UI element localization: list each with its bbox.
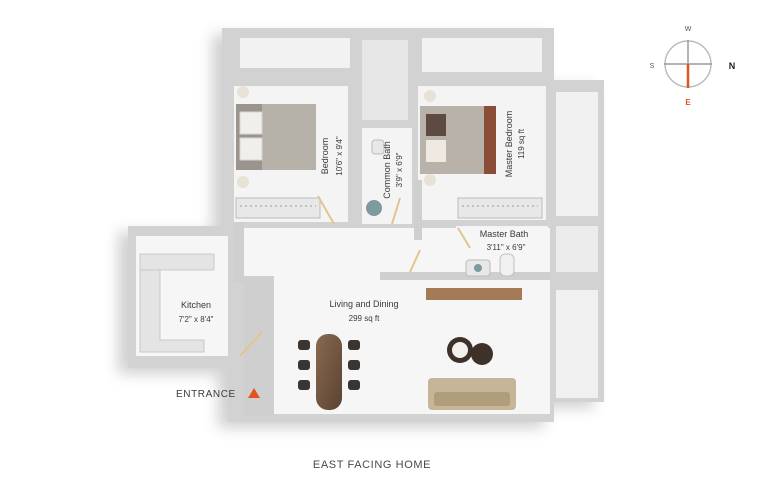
compass-east: E — [685, 98, 691, 107]
common-bath-fixtures — [366, 139, 385, 216]
compass-west: W — [685, 26, 692, 33]
master-bath-name: Master Bath — [480, 229, 529, 239]
bedroom-bed — [235, 86, 321, 219]
master-bedroom-size: 119 sq ft — [517, 128, 526, 159]
partition-walls — [234, 180, 550, 416]
bedroom-size: 10'6" x 9'4" — [335, 136, 344, 176]
master-bed — [420, 90, 543, 219]
master-bath-fixtures — [465, 253, 515, 277]
kitchen-counter — [139, 253, 215, 353]
sofa-set — [428, 337, 516, 410]
master-bath-size: 3'11" x 6'9" — [487, 243, 526, 252]
kitchen-size: 7'2" x 8'4" — [179, 315, 214, 324]
living-dining-name: Living and Dining — [329, 299, 398, 309]
tv-shelf — [426, 288, 522, 300]
kitchen-name: Kitchen — [181, 300, 211, 310]
common-bath-size: 3'9" x 6'9" — [395, 152, 404, 187]
bedroom-name: Bedroom — [320, 138, 330, 175]
living-dining-size: 299 sq ft — [349, 314, 380, 323]
dining-set — [298, 334, 360, 410]
common-bath-name: Common Bath — [382, 141, 392, 199]
entrance-label: ENTRANCE — [176, 389, 236, 400]
entrance-marker — [248, 388, 260, 398]
door-swings — [239, 195, 471, 357]
compass-south: S — [650, 63, 655, 70]
master-bedroom-name: Master Bedroom — [504, 111, 514, 178]
footer-caption: EAST FACING HOME — [313, 459, 431, 471]
compass-north: N — [729, 61, 736, 71]
room-labels: Bedroom 10'6" x 9'4" Common Bath 3'9" x … — [179, 111, 529, 324]
compass: W S N E — [650, 26, 736, 107]
